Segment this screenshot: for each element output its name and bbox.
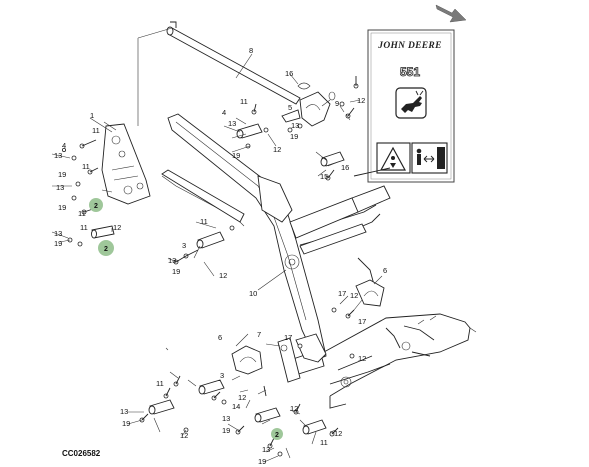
callout-13b[interactable]: 13 — [56, 183, 64, 192]
callout-11h[interactable]: 11 — [80, 223, 88, 232]
callout-13h[interactable]: 13 — [222, 414, 230, 423]
drawing-code: CC026582 — [62, 449, 101, 458]
callout-19e[interactable]: 19 — [290, 132, 298, 141]
callout-8[interactable]: 8 — [249, 46, 253, 55]
callout-9[interactable]: 9 — [335, 99, 339, 108]
callout-3b[interactable]: 3 — [220, 371, 224, 380]
callout-19c[interactable]: 19 — [54, 239, 62, 248]
callout-11d[interactable]: 11 — [200, 217, 208, 226]
boom-arm-part-10 — [161, 113, 327, 363]
callout-5[interactable]: 5 — [288, 103, 292, 112]
callout-6b[interactable]: 6 — [218, 333, 222, 342]
callout-11b[interactable]: 11 — [82, 162, 90, 171]
callout-15[interactable]: 15 — [320, 172, 328, 181]
warning-crush-hazard-icon — [376, 142, 411, 174]
callout-10[interactable]: 10 — [249, 289, 257, 298]
decal-panel: JOHN DEERE 551 — [367, 29, 455, 183]
callout-17a[interactable]: 17 — [338, 289, 346, 298]
callout-19h[interactable]: 19 — [258, 457, 266, 466]
callout-4a[interactable]: 4 — [222, 108, 226, 117]
callout-19a[interactable]: 19 — [58, 170, 66, 179]
callout-19b[interactable]: 19 — [58, 203, 66, 212]
crossbar-part-8 — [166, 21, 301, 105]
pivot-bracket-part-9 — [299, 91, 331, 127]
callout-2-highlight-a[interactable] — [89, 198, 103, 212]
callout-17c[interactable]: 17 — [284, 333, 292, 342]
callout-19d[interactable]: 19 — [232, 151, 240, 160]
callout-13e[interactable]: 13 — [228, 119, 236, 128]
callout-11e[interactable]: 11 — [240, 97, 248, 106]
fasteners — [62, 76, 359, 457]
pins — [91, 109, 345, 435]
callout-19g[interactable]: 19 — [222, 426, 230, 435]
callout-1[interactable]: 1 — [90, 111, 94, 120]
callout-2-highlight-b[interactable] — [98, 240, 114, 256]
callout-2-highlight-c[interactable] — [271, 428, 283, 440]
callout-12f[interactable]: 12 — [358, 354, 366, 363]
deer-logo-icon — [395, 87, 427, 119]
callout-labels: 1 3 3 4 4 5 6 6 7 8 9 10 11 11 11 11 11 … — [54, 46, 387, 466]
callout-3[interactable]: 3 — [182, 241, 186, 250]
callout-11g[interactable]: 11 — [320, 438, 328, 447]
callout-12h[interactable]: 12 — [180, 431, 188, 440]
callout-19i[interactable]: 19 — [172, 267, 180, 276]
keep-distance-icon — [411, 142, 448, 174]
callout-11a[interactable]: 11 — [92, 126, 100, 135]
decal-brand-text: JOHN DEERE — [377, 41, 441, 51]
callout-19f[interactable]: 19 — [122, 419, 130, 428]
callout-2-label-b: 2 — [104, 246, 108, 253]
next-page-arrow-icon[interactable] — [435, 4, 467, 23]
callout-17b[interactable]: 17 — [358, 317, 366, 326]
callout-12j[interactable]: 12 — [334, 429, 342, 438]
link-part-7 — [277, 337, 301, 383]
callout-7[interactable]: 7 — [257, 330, 261, 339]
leader-lines — [51, 27, 383, 463]
mount-plate-part-1 — [101, 123, 151, 205]
callout-6a[interactable]: 6 — [383, 266, 387, 275]
callout-13d[interactable]: 13 — [168, 256, 176, 265]
callout-11c[interactable]: 11 — [78, 209, 86, 218]
callout-2-label-c: 2 — [275, 432, 279, 439]
callout-12g[interactable]: 12 — [238, 393, 246, 402]
callout-4b[interactable]: 4 — [62, 141, 66, 150]
callout-12e[interactable]: 12 — [350, 291, 358, 300]
callout-12c[interactable]: 12 — [273, 145, 281, 154]
decal-model-text: 551 — [400, 65, 420, 79]
callout-12i[interactable]: 12 — [290, 404, 298, 413]
callout-11f[interactable]: 11 — [156, 379, 164, 388]
callout-12a[interactable]: 12 — [113, 223, 121, 232]
bracket-part-6-upper — [355, 279, 385, 307]
callout-12d[interactable]: 12 — [357, 96, 365, 105]
callout-2-label-a: 2 — [94, 203, 98, 210]
callout-16a[interactable]: 16 — [285, 69, 293, 78]
callout-13f[interactable]: 13 — [291, 121, 299, 130]
callout-13g[interactable]: 13 — [120, 407, 128, 416]
callout-13i[interactable]: 13 — [262, 445, 270, 454]
callout-16b[interactable]: 16 — [341, 163, 349, 172]
highlight-markers: 2 2 2 — [89, 198, 283, 440]
callout-12b[interactable]: 12 — [219, 271, 227, 280]
callout-14[interactable]: 14 — [232, 402, 240, 411]
callout-13c[interactable]: 13 — [54, 229, 62, 238]
hydraulic-cylinder — [289, 185, 391, 255]
callout-13a[interactable]: 13 — [54, 151, 62, 160]
bracket-part-6-lower — [231, 345, 263, 375]
